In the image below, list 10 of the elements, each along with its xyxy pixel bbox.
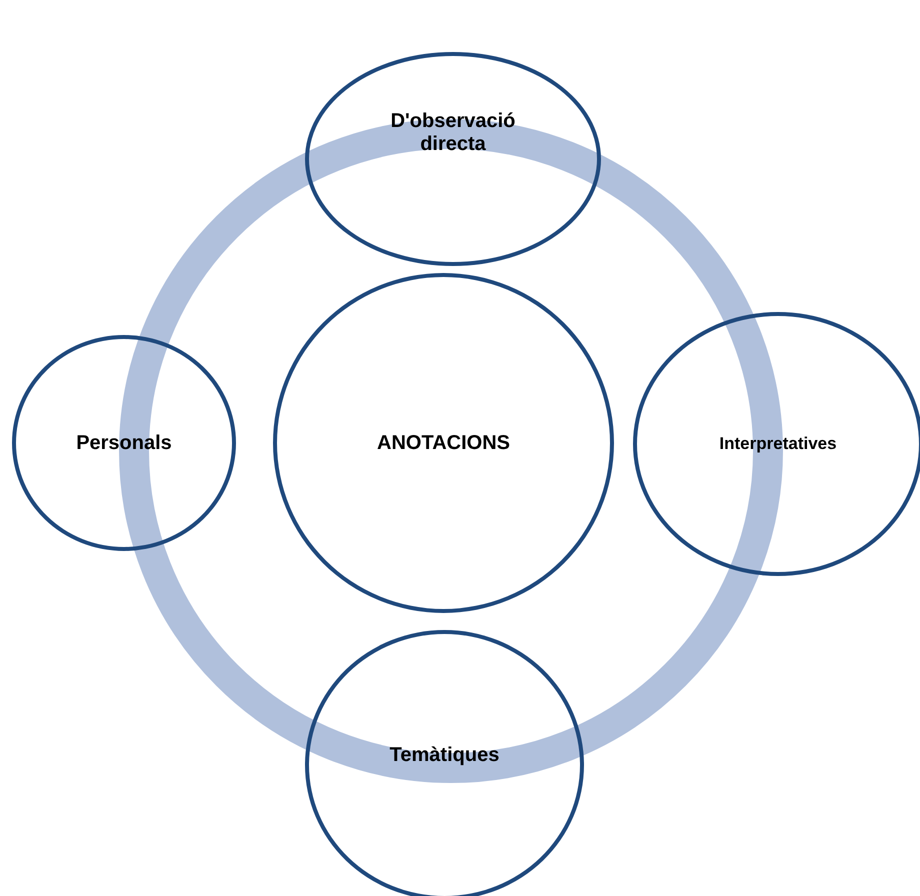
circle-node [305, 52, 601, 266]
node-label: Interpretatives [719, 434, 837, 454]
node-label: Personals [76, 432, 172, 454]
circle-node [273, 273, 614, 613]
node-label: D'observació directa [390, 110, 516, 156]
node-label: Temàtiques [390, 744, 500, 766]
circle-node [12, 335, 236, 551]
circle-node [633, 312, 920, 576]
circle-node [305, 630, 584, 896]
node-label: ANOTACIONS [377, 432, 510, 454]
